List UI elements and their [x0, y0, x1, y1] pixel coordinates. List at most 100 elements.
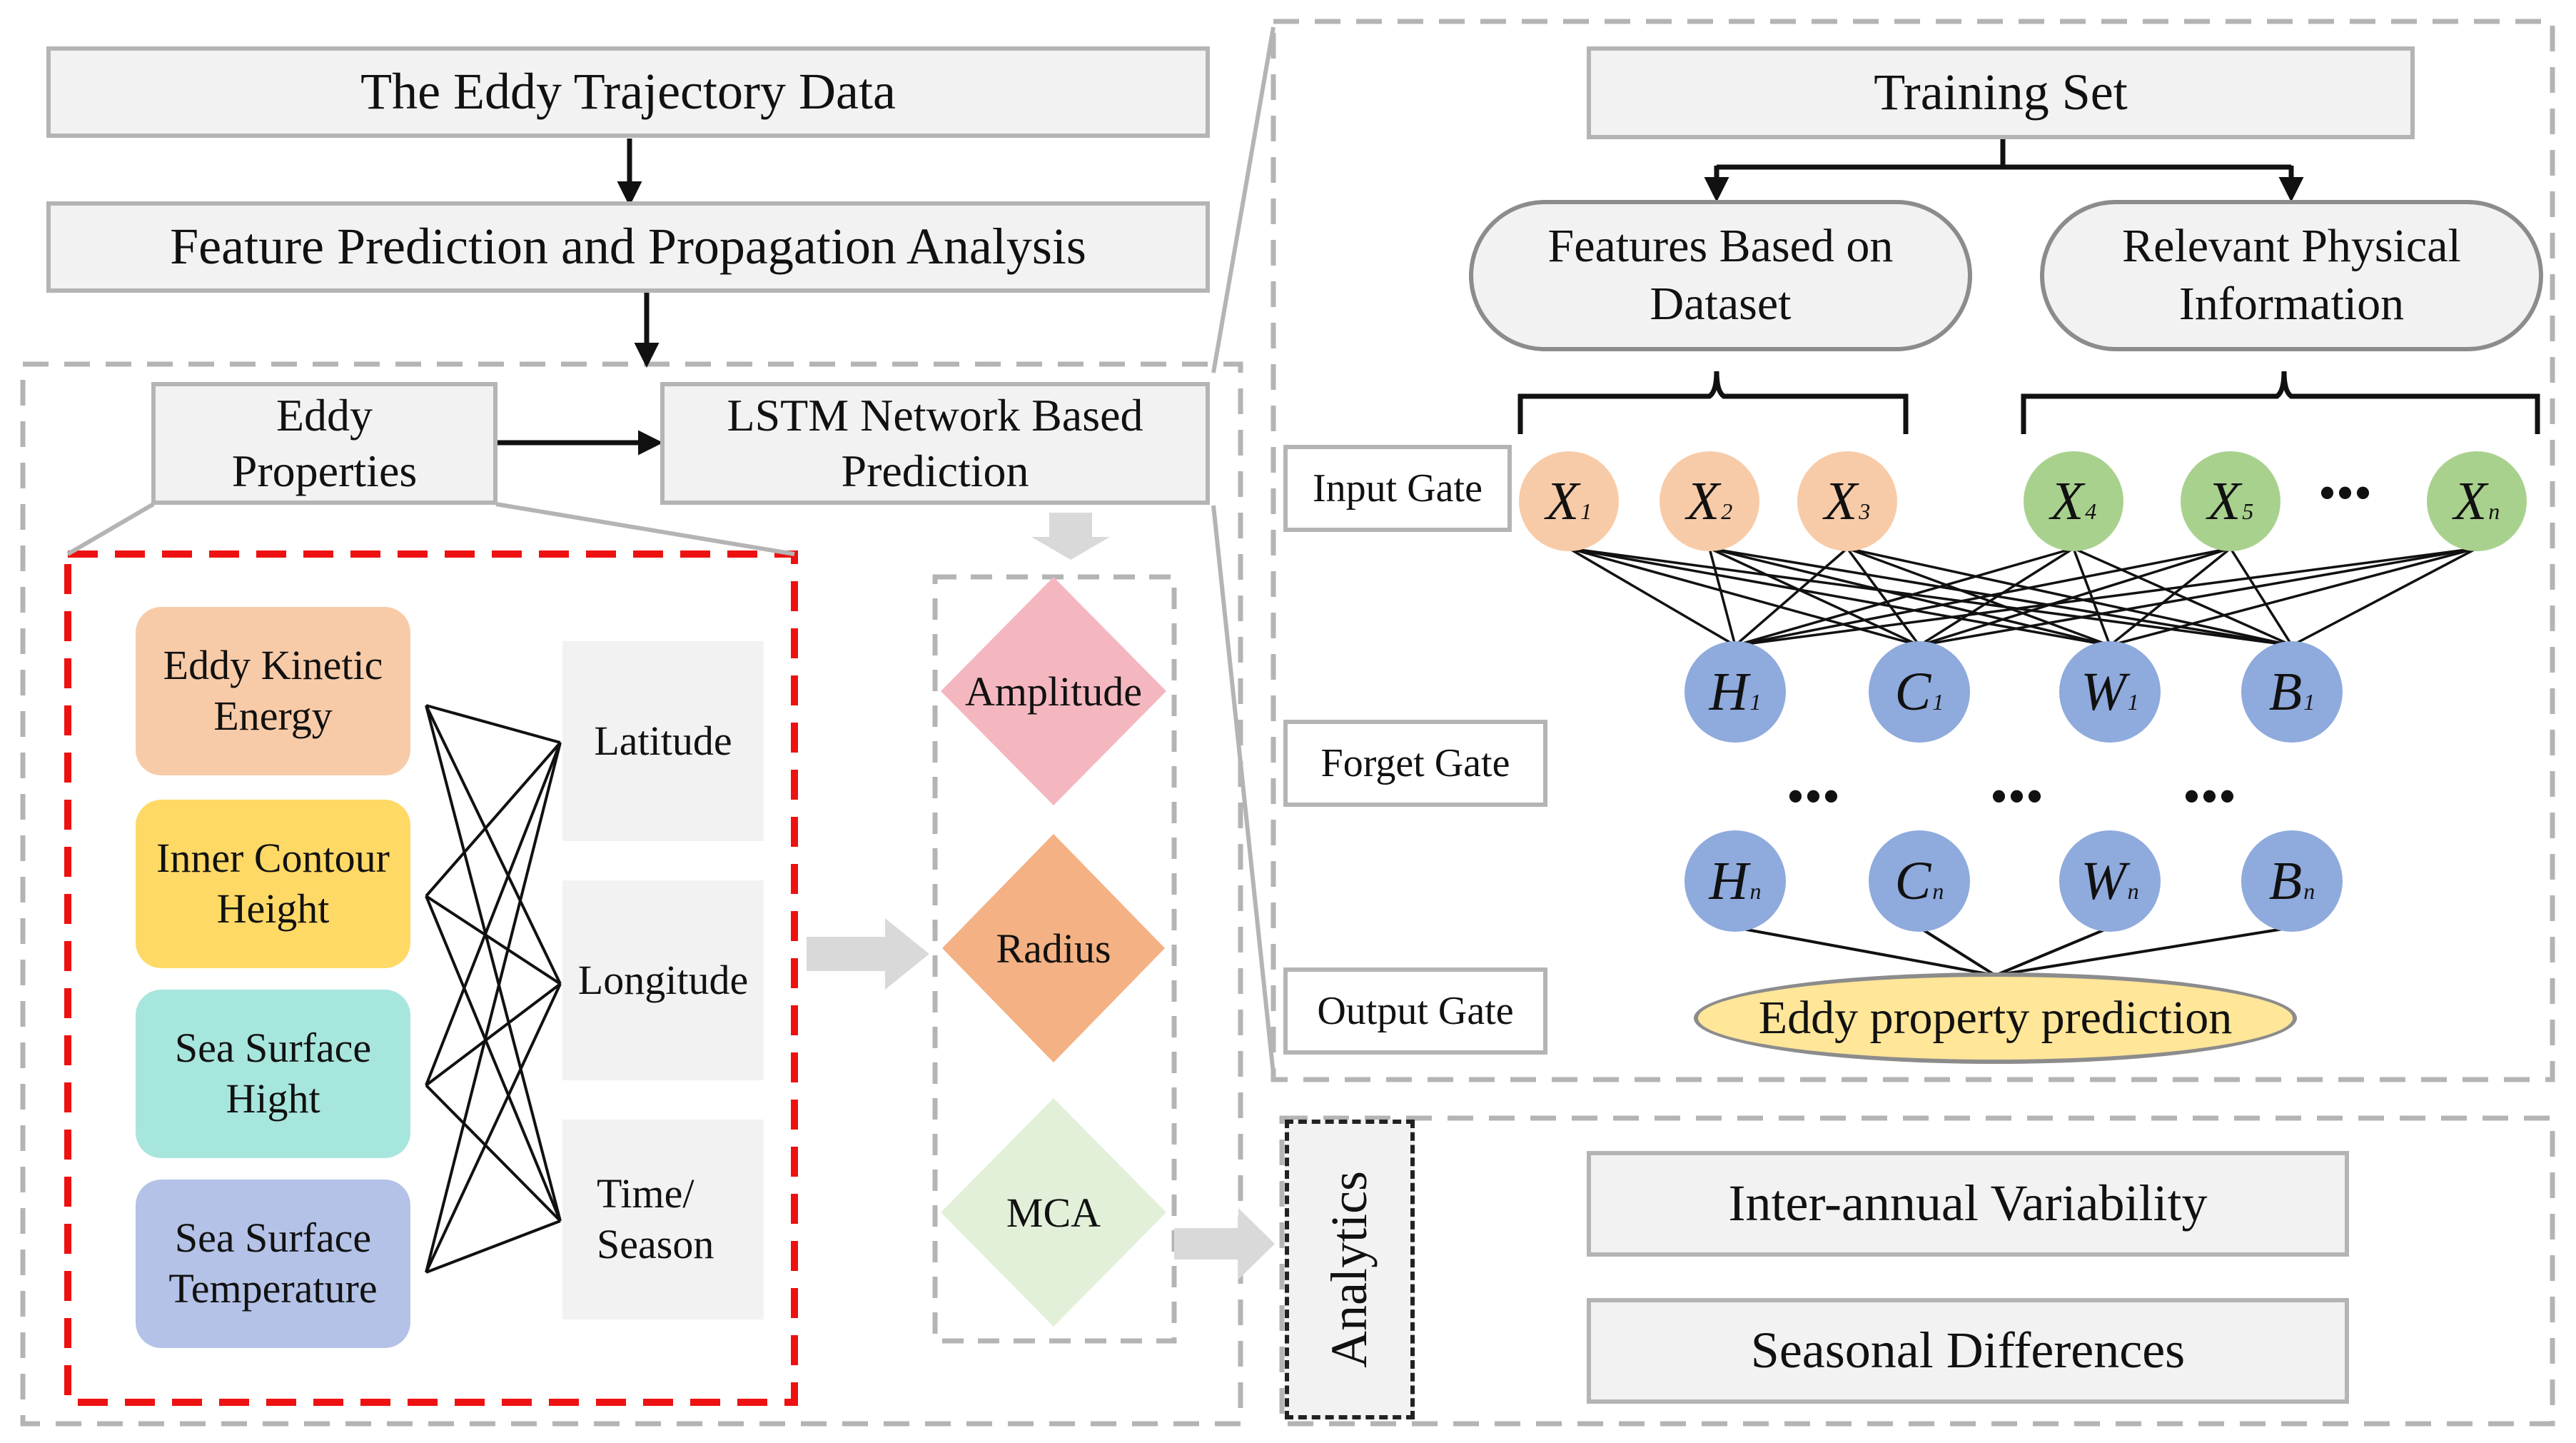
feature-link: [425, 982, 562, 1087]
prediction-link: [1918, 926, 1996, 977]
network-link: [1919, 547, 2231, 647]
network-link: [1734, 547, 1849, 647]
forget-gate-label: Forget Gate: [1283, 720, 1547, 807]
feature-sea-surface-hight: Sea Surface Hight: [136, 990, 410, 1158]
mca-label: MCA: [1006, 1189, 1101, 1236]
network-links: [1568, 547, 2477, 647]
analytics-text: Analytics: [1320, 1171, 1378, 1368]
hidden-ellipsis: •••: [1788, 772, 1842, 820]
feature-sea-surface-temperature: Sea Surface Temperature: [136, 1180, 410, 1348]
hidden-ellipsis: •••: [2184, 772, 2238, 820]
feature-link: [425, 895, 562, 1222]
output-links: [1734, 926, 2293, 977]
network-link: [1568, 547, 1920, 647]
feature-link: [425, 742, 562, 1273]
dimension-longitude: Longitude: [562, 880, 764, 1080]
feature-link: [425, 741, 562, 898]
prediction-link: [1734, 926, 1996, 977]
feature-selection-frame: [64, 550, 798, 1406]
hidden-ellipsis: •••: [1991, 772, 2046, 820]
network-link: [1734, 547, 2231, 647]
radius-label: Radius: [996, 925, 1111, 972]
amplitude-diamond: [941, 577, 1166, 805]
feature-link: [425, 983, 562, 1273]
bracket-dataset: [1517, 371, 1909, 434]
analytics-label: Analytics: [1285, 1120, 1415, 1419]
prediction-link: [1994, 926, 2111, 977]
prediction-link: [1995, 926, 2293, 977]
zoom-line: [1211, 26, 1276, 373]
zoom-line: [66, 502, 155, 556]
feature-link: [425, 705, 562, 1222]
network-link: [1734, 547, 2477, 647]
network-link: [1919, 547, 2074, 647]
feature-link: [425, 895, 562, 985]
feature-link: [425, 1220, 561, 1274]
physical-info-pill: Relevant Physical Information: [2040, 200, 2543, 351]
input-gate-label: Input Gate: [1283, 445, 1512, 532]
trajectory-data-box: The Eddy Trajectory Data: [46, 46, 1210, 138]
feature-prediction-box: Feature Prediction and Propagation Analy…: [46, 201, 1210, 293]
lstm-panel-frame: [1271, 19, 2555, 1082]
eddy-properties-box: Eddy Properties: [151, 382, 497, 505]
network-link: [1919, 547, 2477, 647]
output-frame: [932, 574, 1177, 1344]
network-link: [1734, 547, 2074, 647]
amplitude-label: Amplitude: [964, 668, 1143, 715]
feature-eddy-kinetic-energy: Eddy Kinetic Energy: [136, 607, 410, 775]
dimension-time-season: Time/ Season: [562, 1120, 764, 1319]
split-arrow: [1717, 139, 2291, 170]
zoom-line: [1211, 505, 1276, 1075]
training-set-box: Training Set: [1587, 46, 2415, 139]
analytics-frame: [1279, 1115, 2555, 1427]
network-link: [1846, 547, 1921, 647]
network-link: [1709, 547, 2111, 647]
feature-dimension-links: [425, 704, 562, 1274]
block-arrow-right: [807, 918, 929, 990]
dimension-latitude: Latitude: [562, 641, 764, 841]
network-link: [1709, 547, 2293, 647]
feature-link: [425, 705, 562, 985]
block-arrow-right: [1174, 1208, 1275, 1279]
network-link: [1709, 547, 1920, 647]
network-link: [1568, 547, 2111, 647]
mca-diamond: [941, 1098, 1166, 1327]
output-gate-label: Output Gate: [1283, 967, 1547, 1055]
input-ellipsis: •••: [2320, 468, 2374, 516]
radius-diamond: [942, 834, 1165, 1062]
feature-link: [425, 1084, 562, 1222]
network-link: [2109, 547, 2477, 647]
network-link: [1568, 547, 1736, 647]
block-arrow-down: [1031, 513, 1110, 560]
network-link: [2072, 548, 2111, 646]
network-link: [2073, 547, 2293, 647]
network-link: [2291, 547, 2477, 647]
left-lower-frame: [20, 361, 1243, 1427]
bracket-physical: [2021, 371, 2540, 434]
network-link: [1847, 547, 2293, 647]
zoom-line: [495, 502, 795, 556]
network-link: [2108, 547, 2232, 647]
eddy-property-prediction: Eddy property prediction: [1694, 972, 2297, 1064]
feature-inner-contour-height: Inner Contour Height: [136, 800, 410, 968]
feature-link: [425, 704, 561, 744]
lstm-prediction-box: LSTM Network Based Prediction: [660, 382, 1210, 505]
network-link: [2229, 548, 2293, 646]
network-link: [1708, 548, 1737, 646]
